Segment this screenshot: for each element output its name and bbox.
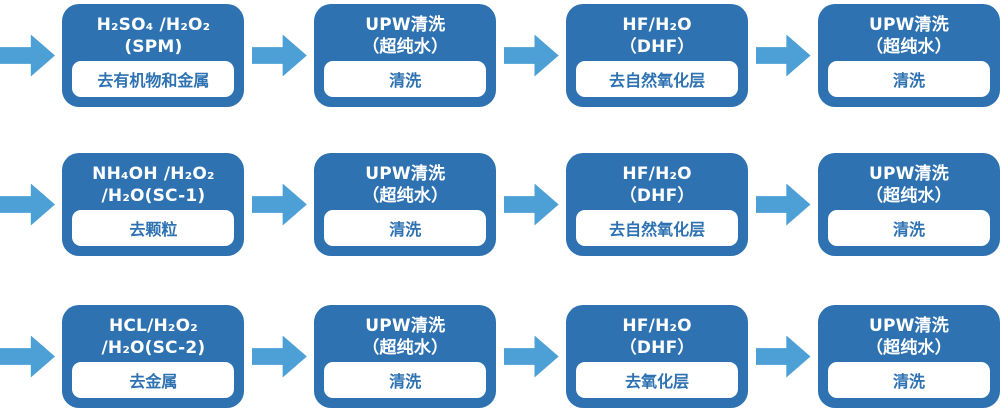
flow-arrow-icon [503, 335, 559, 378]
step-title-line2: （DHF） [619, 37, 695, 57]
step-title: UPW清洗 （超纯水） [828, 312, 990, 362]
flow-arrow-icon [251, 183, 307, 226]
step-title: NH₄OH /H₂O₂ /H₂O(SC-1) [72, 160, 234, 210]
step-title: UPW清洗 （超纯水） [828, 11, 990, 61]
process-step-upw-rinse: UPW清洗 （超纯水） 清洗 [314, 305, 497, 408]
step-title-line1: NH₄OH /H₂O₂ [92, 163, 215, 184]
step-title-line1: HF/H₂O [622, 14, 692, 35]
step-title: UPW清洗 （超纯水） [828, 160, 990, 210]
step-title: HCL/H₂O₂ /H₂O(SC-2) [72, 312, 234, 362]
step-action-label: 清洗 [827, 210, 990, 246]
step-action-label: 去颗粒 [72, 210, 235, 246]
process-step-dhf: HF/H₂O （DHF） 去自然氧化层 [566, 4, 749, 107]
flow-arrow-icon [755, 183, 811, 226]
step-title: HF/H₂O （DHF） [576, 312, 738, 362]
step-title-line1: HF/H₂O [622, 163, 692, 184]
step-title-line1: UPW清洗 [868, 163, 949, 184]
step-title-line1: UPW清洗 [868, 14, 949, 35]
step-title: HF/H₂O （DHF） [576, 11, 738, 61]
step-title: UPW清洗 （超纯水） [324, 312, 486, 362]
step-title: UPW清洗 （超纯水） [324, 11, 486, 61]
step-action-label: 去金属 [72, 362, 235, 398]
step-title-line2: (SPM) [124, 37, 183, 57]
step-action-label: 清洗 [827, 362, 990, 398]
step-title: H₂SO₄ /H₂O₂ (SPM) [72, 11, 234, 61]
step-action-label: 去自然氧化层 [576, 210, 739, 246]
step-title-line2: （超纯水） [362, 338, 449, 358]
step-title: UPW清洗 （超纯水） [324, 160, 486, 210]
step-action-label: 清洗 [827, 61, 990, 97]
step-title-line2: （超纯水） [362, 37, 449, 57]
flow-arrow-icon [0, 183, 55, 226]
process-step-dhf: HF/H₂O （DHF） 去自然氧化层 [566, 153, 749, 256]
step-title-line1: UPW清洗 [868, 315, 949, 336]
step-title-line1: UPW清洗 [365, 315, 446, 336]
flow-arrow-icon [251, 335, 307, 378]
step-title-line1: UPW清洗 [365, 163, 446, 184]
step-action-label: 去自然氧化层 [576, 61, 739, 97]
process-step-upw-rinse: UPW清洗 （超纯水） 清洗 [817, 4, 1000, 107]
step-title-line1: UPW清洗 [365, 14, 446, 35]
step-action-label: 清洗 [324, 362, 487, 398]
flow-arrow-icon [251, 34, 307, 77]
flow-arrow-icon [503, 34, 559, 77]
flow-arrow-icon [0, 335, 55, 378]
step-title-line2: （DHF） [619, 186, 695, 206]
step-action-label: 清洗 [324, 61, 487, 97]
step-action-label: 清洗 [324, 210, 487, 246]
step-title-line2: （超纯水） [362, 186, 449, 206]
step-title-line2: （超纯水） [865, 338, 952, 358]
flow-row-3: HCL/H₂O₂ /H₂O(SC-2) 去金属 UPW清洗 （超纯水） 清洗 H… [0, 305, 1000, 408]
process-step-upw-rinse: UPW清洗 （超纯水） 清洗 [817, 153, 1000, 256]
flow-arrow-icon [755, 34, 811, 77]
step-title-line2: /H₂O(SC-2) [101, 338, 206, 358]
flow-arrow-icon [503, 183, 559, 226]
step-title-line2: （超纯水） [865, 37, 952, 57]
step-title: HF/H₂O （DHF） [576, 160, 738, 210]
step-title-line1: H₂SO₄ /H₂O₂ [96, 14, 211, 35]
process-step-upw-rinse: UPW清洗 （超纯水） 清洗 [314, 4, 497, 107]
step-title-line1: HF/H₂O [622, 315, 692, 336]
step-title-line2: （DHF） [619, 338, 695, 358]
step-action-label: 去氧化层 [576, 362, 739, 398]
flow-row-2: NH₄OH /H₂O₂ /H₂O(SC-1) 去颗粒 UPW清洗 （超纯水） 清… [0, 153, 1000, 256]
flow-arrow-icon [0, 34, 55, 77]
process-step-sc1: NH₄OH /H₂O₂ /H₂O(SC-1) 去颗粒 [62, 153, 245, 256]
step-action-label: 去有机物和金属 [72, 61, 235, 97]
process-step-upw-rinse: UPW清洗 （超纯水） 清洗 [817, 305, 1000, 408]
step-title-line2: /H₂O(SC-1) [101, 186, 206, 206]
process-step-dhf: HF/H₂O （DHF） 去氧化层 [566, 305, 749, 408]
step-title-line1: HCL/H₂O₂ [108, 315, 198, 336]
process-step-spm: H₂SO₄ /H₂O₂ (SPM) 去有机物和金属 [62, 4, 245, 107]
flow-row-1: H₂SO₄ /H₂O₂ (SPM) 去有机物和金属 UPW清洗 （超纯水） 清洗… [0, 4, 1000, 107]
flow-arrow-icon [755, 335, 811, 378]
process-step-upw-rinse: UPW清洗 （超纯水） 清洗 [314, 153, 497, 256]
process-step-sc2: HCL/H₂O₂ /H₂O(SC-2) 去金属 [62, 305, 245, 408]
step-title-line2: （超纯水） [865, 186, 952, 206]
